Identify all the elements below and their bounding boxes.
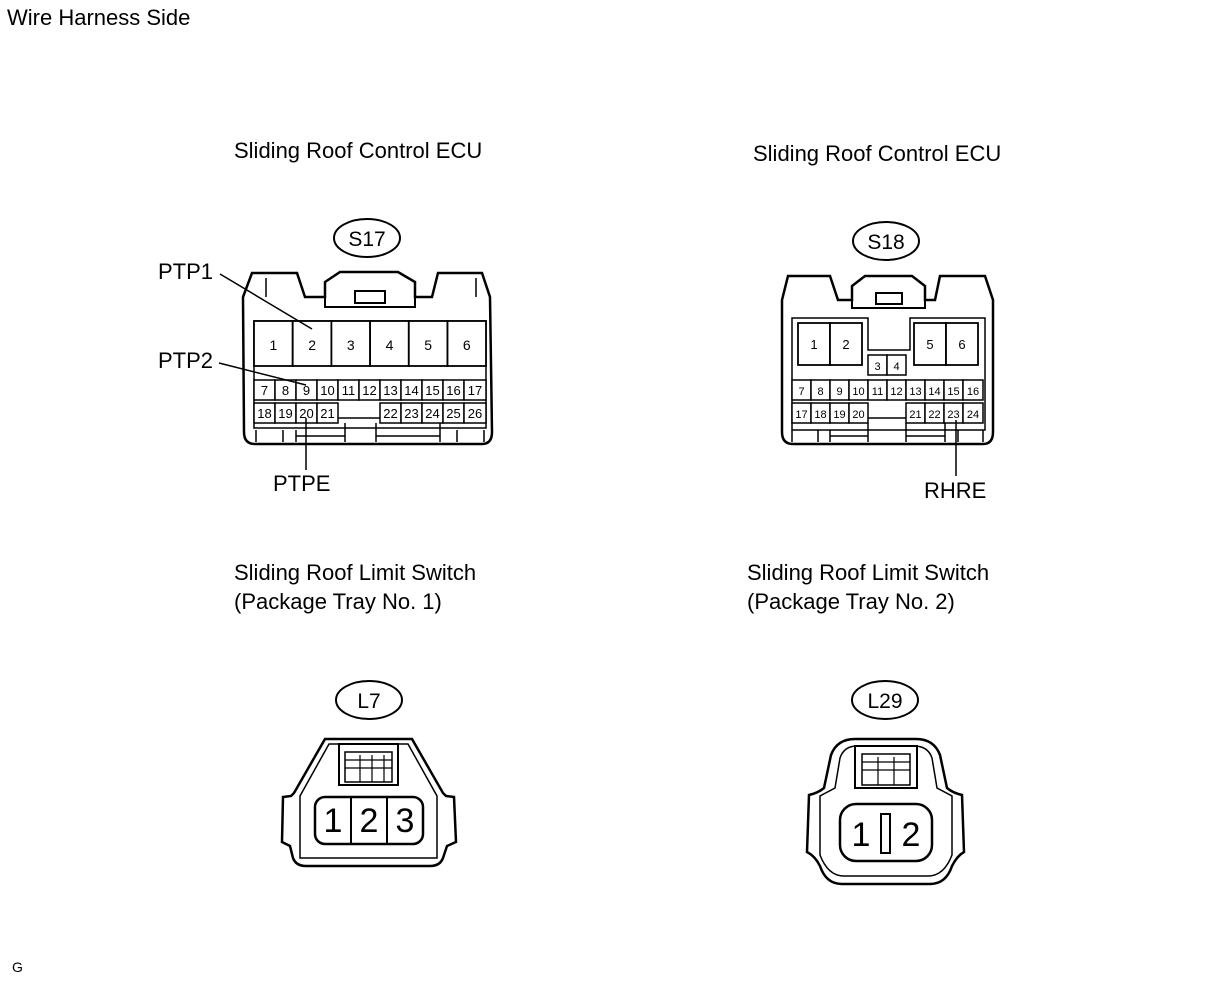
s18-pin-label: 1 [810,337,817,352]
s17-pin-label: 26 [468,406,482,421]
s18-callouts: RHRE [924,420,986,503]
s17-pin-label: 16 [446,383,460,398]
s17-pin-label: 2 [308,337,316,353]
s18-id: S18 [867,231,904,254]
s17-pin-label: 23 [404,406,418,421]
s18-pin-label: 5 [926,337,933,352]
s18-pin-label: 8 [817,386,823,398]
s17-pin-label: 19 [278,406,292,421]
s18-pin-label: 20 [852,409,864,421]
s18-pin-label: 22 [928,409,940,421]
s17-pin-label: 20 [299,406,313,421]
footer-code: G [12,959,23,975]
s17-pin-label: 17 [468,383,482,398]
l7-pin-labels: 1 2 3 [324,802,415,840]
s17-pin-label: 11 [342,383,356,398]
s17-pin-label: 5 [424,337,432,353]
s18-housing [780,274,995,446]
s17-pin-label: 6 [463,337,471,353]
s18-pin-label: 17 [795,409,807,421]
s17-pin-label: 3 [347,337,355,353]
s18-component-name: Sliding Roof Control ECU [753,141,1001,166]
s18-pin-label: 18 [814,409,826,421]
s18-pin-label: 6 [958,337,965,352]
connector-l7: Sliding Roof Limit Switch (Package Tray … [234,560,476,868]
s18-pin-label: 19 [833,409,845,421]
l7-component-name-line2: (Package Tray No. 1) [234,589,442,614]
s17-pin-label: 25 [446,406,460,421]
connector-l29: Sliding Roof Limit Switch (Package Tray … [747,560,989,886]
s18-pin-label: 11 [872,386,883,398]
s17-pin-label: 18 [257,406,271,421]
s18-pin-label: 21 [909,409,921,421]
s17-pin-label: 24 [425,406,439,421]
s17-pin-label: 7 [261,383,268,398]
s17-id: S17 [348,228,385,251]
s18-pin-label: 10 [852,386,864,398]
s17-pin-labels: 1 2 3 4 5 6 7 8 9 10 11 12 13 14 15 16 1… [257,337,482,421]
s18-pin-label: 23 [947,409,959,421]
s18-pin-label: 15 [947,386,959,398]
s17-callouts: PTP1 PTP2 PTPE [158,259,330,496]
s17-component-name: Sliding Roof Control ECU [234,138,482,163]
l7-pin-label: 2 [360,802,379,840]
s17-pin-label: 22 [383,406,397,421]
s17-pin-label: 9 [303,383,310,398]
callout-ptp1-leader [219,273,313,330]
s17-pin-label: 12 [362,383,376,398]
l29-id-ellipse [851,680,919,720]
page-title: Wire Harness Side [7,5,190,30]
l7-pin-label: 3 [396,802,415,840]
s18-pin-label: 7 [798,386,804,398]
s18-pin-labels: 1 2 3 4 5 6 7 8 9 10 11 12 13 14 15 16 1… [795,337,979,421]
s18-id-ellipse [852,221,920,261]
s17-pin-label: 13 [383,383,397,398]
l7-pin-label: 1 [324,802,343,840]
l29-component-name-line1: Sliding Roof Limit Switch [747,560,989,585]
callout-ptpe: PTPE [273,471,330,496]
callout-ptp2-leader [218,362,307,386]
connector-s17: Sliding Roof Control ECU S17 [158,138,494,496]
l29-pin-label: 2 [902,816,921,854]
s18-pin-grid [791,317,986,442]
l29-pin-label: 1 [852,816,871,854]
s18-pin-label: 3 [874,361,880,373]
s17-pin-grid [253,320,487,442]
s17-pin-label: 8 [282,383,289,398]
callout-ptp1: PTP1 [158,259,213,284]
s17-pin-label: 21 [320,406,334,421]
s17-pin-label: 1 [270,337,278,353]
s18-pin-label: 12 [890,386,902,398]
s17-pin-label: 10 [320,383,334,398]
callout-rhre: RHRE [924,478,986,503]
s18-pin-label: 4 [893,361,899,373]
s18-pin-label: 9 [836,386,842,398]
s18-pin-label: 24 [967,409,979,421]
l7-id-ellipse [335,680,403,720]
s17-pin-label: 15 [425,383,439,398]
l29-component-name-line2: (Package Tray No. 2) [747,589,955,614]
callout-ptp2: PTP2 [158,348,213,373]
l7-component-name-line1: Sliding Roof Limit Switch [234,560,476,585]
s17-pin-label: 14 [404,383,418,398]
s18-pin-label: 2 [842,337,849,352]
connector-s18: Sliding Roof Control ECU S18 [753,141,1001,503]
s18-pin-label: 14 [928,386,940,398]
s18-pin-label: 13 [909,386,921,398]
l29-housing [805,737,966,886]
s17-housing [241,270,494,446]
l29-id: L29 [867,690,902,713]
s18-pin-label: 16 [967,386,979,398]
s17-id-ellipse [333,218,401,258]
l7-id: L7 [357,690,380,713]
l29-pin-labels: 1 2 [852,816,921,854]
l7-housing [280,737,458,868]
s17-pin-label: 4 [386,337,394,353]
